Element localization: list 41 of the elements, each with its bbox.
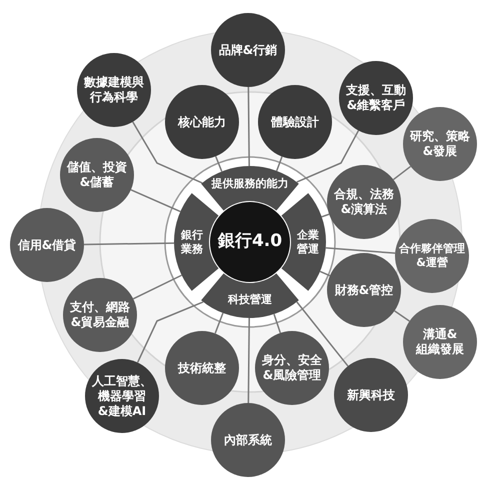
topic-label: 儲值、投資&儲蓄 <box>67 160 127 190</box>
topic-label: 人工智慧、機器學習&建模AI <box>92 374 152 418</box>
connector-line <box>394 310 410 322</box>
topic-label: 合作夥伴管理&運營 <box>399 242 465 270</box>
topic-label: 信用&借貸 <box>18 238 76 252</box>
topic-label: 支付、網路&貿易金融 <box>70 300 130 330</box>
segment-label: 提供服務的能力 <box>212 177 288 191</box>
connector-line <box>84 242 174 246</box>
connector-line <box>136 301 204 363</box>
topic-label: 體驗設計 <box>271 114 319 130</box>
connector-line <box>215 156 222 172</box>
connector-line <box>392 166 412 180</box>
topic-label: 財務&管控 <box>334 282 394 298</box>
center-label: 銀行4.0 <box>218 231 282 253</box>
topic-label: 內部系統 <box>224 432 272 448</box>
segment-label: 科技營運 <box>228 293 272 307</box>
topic-label: 核心能力 <box>178 114 226 130</box>
segment-label: 企業營運 <box>297 228 319 256</box>
topic-label: 研究、策略&發展 <box>410 129 470 159</box>
connector-line <box>248 87 250 166</box>
connector-line <box>132 122 202 184</box>
connector-line <box>321 214 330 218</box>
topic-label: 技術統整 <box>178 360 226 376</box>
connector-line <box>130 189 181 212</box>
topic-label: 身分、安全&風險管理 <box>262 353 322 383</box>
segment-label: 銀行業務 <box>181 228 203 256</box>
connector-line <box>296 130 360 183</box>
connector-line <box>276 156 283 172</box>
connector-line <box>132 274 182 300</box>
topic-label: 合規、法務&演算法 <box>334 187 394 217</box>
topic-label: 支援、互動&維繫客戶 <box>346 83 406 113</box>
connector-line <box>326 247 396 254</box>
connector-line <box>320 270 330 276</box>
connector-line <box>248 318 250 403</box>
connector-line <box>296 301 349 367</box>
topic-label: 溝通&組織發展 <box>416 327 464 357</box>
topic-label: 數據建模與行為科學 <box>84 75 144 105</box>
topic-label: 新興科技 <box>347 388 395 402</box>
connector-line <box>214 312 224 334</box>
connector-line <box>273 314 282 334</box>
topic-label: 品牌&行銷 <box>218 42 278 58</box>
